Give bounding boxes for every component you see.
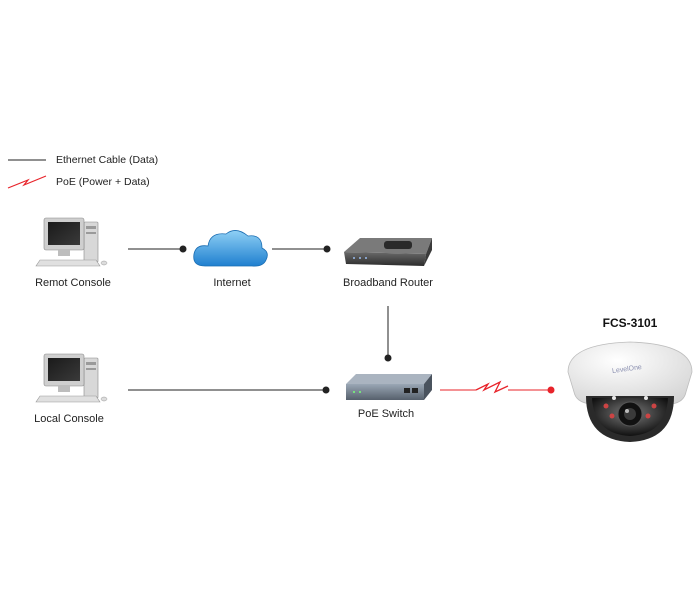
legend-poe-label: PoE (Power + Data) (56, 176, 150, 188)
poe-switch-icon (346, 374, 432, 400)
camera-model-label: FCS-3101 (602, 316, 658, 330)
link-endpoint-dot (323, 245, 331, 253)
broadband-router-label: Broadband Router (343, 277, 433, 289)
link-endpoint-dot (322, 386, 330, 394)
legend-poe-bolt-icon (7, 175, 47, 189)
link-switch-camera-poe (440, 380, 555, 394)
internet-label: Internet (213, 277, 251, 289)
legend-ethernet-label: Ethernet Cable (Data) (56, 154, 159, 166)
link-endpoint-dot (384, 354, 392, 362)
link-endpoint-dot (179, 245, 187, 253)
poe-switch-label: PoE Switch (357, 408, 415, 420)
broadband-router-icon (344, 238, 432, 266)
dome-camera-icon (567, 341, 693, 442)
local-console-label: Local Console (34, 413, 104, 425)
remote-console-computer-icon (35, 217, 108, 267)
remote-console-label: Remot Console (35, 277, 111, 289)
local-console-computer-icon (35, 353, 108, 403)
internet-cloud-icon (193, 230, 268, 267)
